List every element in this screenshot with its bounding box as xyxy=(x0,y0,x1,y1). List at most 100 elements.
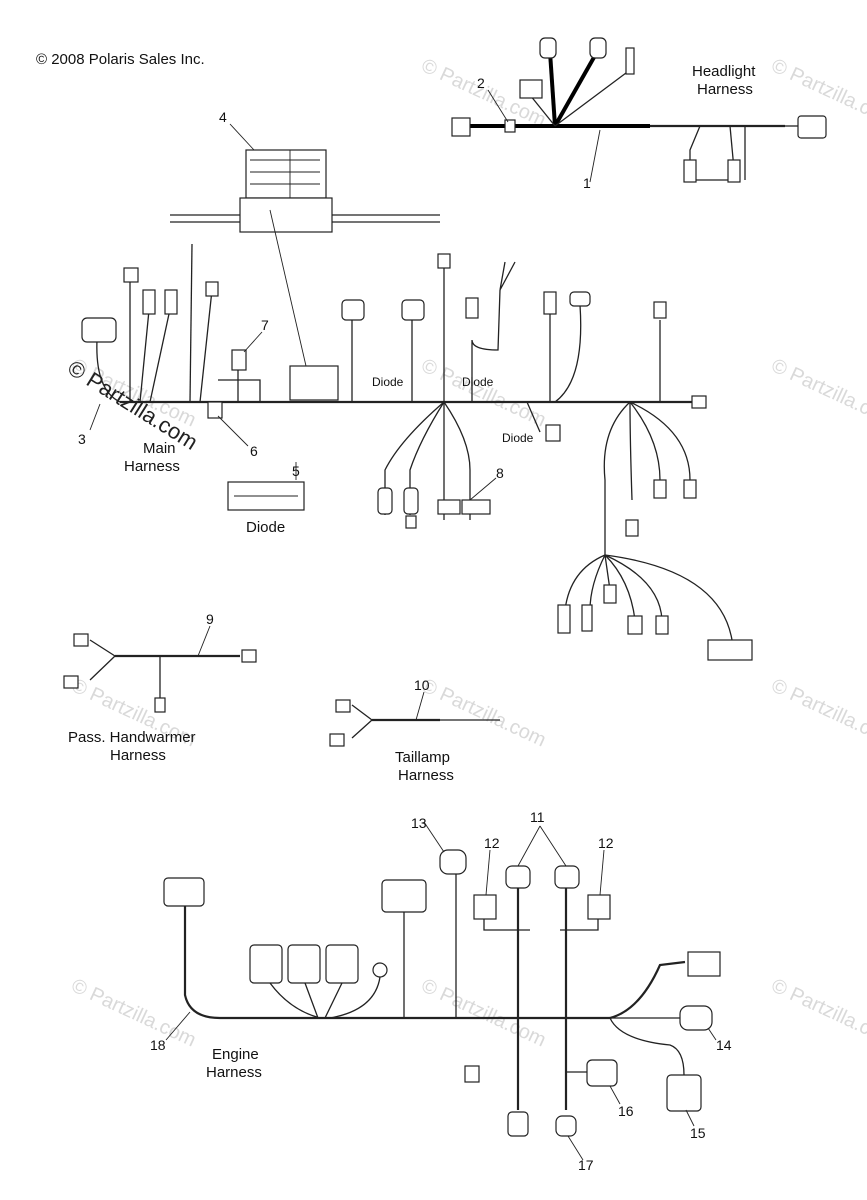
branch-connector xyxy=(653,479,667,499)
callout-3: 3 xyxy=(78,431,86,447)
engine-end-connector xyxy=(687,951,721,977)
callout-9: 9 xyxy=(206,611,214,627)
branch-connector xyxy=(437,499,461,515)
callout-16: 16 xyxy=(618,1103,634,1119)
main-connector xyxy=(465,297,479,319)
inline-diode-label: Diode xyxy=(462,375,494,389)
taillamp-connector xyxy=(335,699,351,713)
callout-15: 15 xyxy=(690,1125,706,1141)
watermark: © Partzilla.com xyxy=(418,675,549,752)
relay-box-body xyxy=(239,197,333,233)
branch-connector xyxy=(603,584,617,604)
taillamp-harness: Taillamp Harness xyxy=(329,699,500,784)
main-end-connector xyxy=(691,395,707,409)
engine-connector xyxy=(507,1111,529,1137)
headlight-lamp-connector-left xyxy=(539,37,557,59)
diode-part: Diode xyxy=(227,481,305,536)
main-connector-7 xyxy=(231,349,247,371)
branch-connector xyxy=(403,487,419,515)
branch-connector xyxy=(581,604,593,632)
callout-4: 4 xyxy=(219,109,227,125)
headlight-harness: Headlight Harness xyxy=(451,37,827,183)
engine-connector-16 xyxy=(586,1059,618,1087)
callout-14: 14 xyxy=(716,1037,732,1053)
copyright-text: © 2008 Polaris Sales Inc. xyxy=(36,51,205,68)
engine-connector-12 xyxy=(473,894,497,920)
main-relay-module xyxy=(289,365,339,401)
main-connector xyxy=(164,289,178,315)
main-connector xyxy=(142,289,156,315)
headlight-main-connector xyxy=(797,115,827,139)
main-harness-label: Harness xyxy=(124,458,180,475)
watermark: © Partzilla.com xyxy=(418,355,549,432)
callout-2: 2 xyxy=(477,75,485,91)
ring-terminal xyxy=(372,962,388,978)
callout-10: 10 xyxy=(414,677,430,693)
engine-connector-11 xyxy=(554,865,580,889)
headlight-harness-label: Headlight xyxy=(692,63,756,80)
callout-7: 7 xyxy=(261,317,269,333)
handwarmer-connector xyxy=(154,697,166,713)
watermark: © Partzilla.com xyxy=(68,975,199,1052)
headlight-switch-connector xyxy=(519,79,543,99)
engine-connector-14 xyxy=(679,1005,713,1031)
headlight-fuse xyxy=(625,47,635,75)
engine-connector-12 xyxy=(587,894,611,920)
watermark: © Partzilla.com xyxy=(768,675,867,752)
engine-connector-13 xyxy=(439,849,467,875)
handwarmer-connector xyxy=(63,675,79,689)
handwarmer-harness-label: Pass. Handwarmer xyxy=(68,729,196,746)
diode-part-label: Diode xyxy=(246,519,285,536)
handwarmer-harness-label: Harness xyxy=(110,747,166,764)
relay-box-label-panel xyxy=(245,149,327,199)
branch-connector xyxy=(405,515,417,529)
callout-13: 13 xyxy=(411,815,427,831)
taillamp-harness-label: Taillamp xyxy=(395,749,450,766)
main-connector xyxy=(543,291,557,315)
main-connector xyxy=(401,299,425,321)
ignition-coil xyxy=(325,944,359,984)
callout-6: 6 xyxy=(250,443,258,459)
engine-connector xyxy=(464,1065,480,1083)
watermark: © Partzilla.com xyxy=(418,975,549,1052)
branch-connector xyxy=(377,487,393,515)
relay-box xyxy=(170,149,440,233)
main-connector xyxy=(653,301,667,319)
handwarmer-connector xyxy=(73,633,89,647)
taillamp-harness-label: Harness xyxy=(398,767,454,784)
headlight-harness-label: Harness xyxy=(697,81,753,98)
engine-ecu-connector xyxy=(381,879,427,913)
engine-connector-15 xyxy=(666,1074,702,1112)
ignition-coil xyxy=(287,944,321,984)
inline-diode-label: Diode xyxy=(372,375,404,389)
callout-5: 5 xyxy=(292,463,300,479)
engine-connector-11 xyxy=(505,865,531,889)
ignition-coil xyxy=(249,944,283,984)
main-harness: Diode Diode Diode Main Harness xyxy=(81,209,753,661)
callout-11: 11 xyxy=(530,809,545,825)
headlight-lamp-connector-right xyxy=(589,37,607,59)
branch-connector xyxy=(683,479,697,499)
engine-connector-17 xyxy=(555,1115,577,1137)
engine-harness-label: Engine xyxy=(212,1046,259,1063)
main-connector-6 xyxy=(207,401,223,419)
watermark: © Partzilla.com xyxy=(768,355,867,432)
headlight-branch-connector xyxy=(683,159,697,183)
taillamp-connector xyxy=(329,733,345,747)
main-connector xyxy=(341,299,365,321)
branch-connector xyxy=(557,604,571,634)
main-connector xyxy=(437,253,451,269)
branch-connector xyxy=(627,615,643,635)
main-connector xyxy=(569,291,591,307)
headlight-branch-connector xyxy=(727,159,741,183)
callout-8: 8 xyxy=(496,465,504,481)
main-connector xyxy=(123,267,139,283)
callout-18: 18 xyxy=(150,1037,166,1053)
callout-1: 1 xyxy=(583,175,591,191)
main-diode-connector xyxy=(545,424,561,442)
callout-12b: 12 xyxy=(598,835,614,851)
headlight-ground xyxy=(504,119,516,133)
engine-harness-label: Harness xyxy=(206,1064,262,1081)
engine-connector-18 xyxy=(163,877,205,907)
